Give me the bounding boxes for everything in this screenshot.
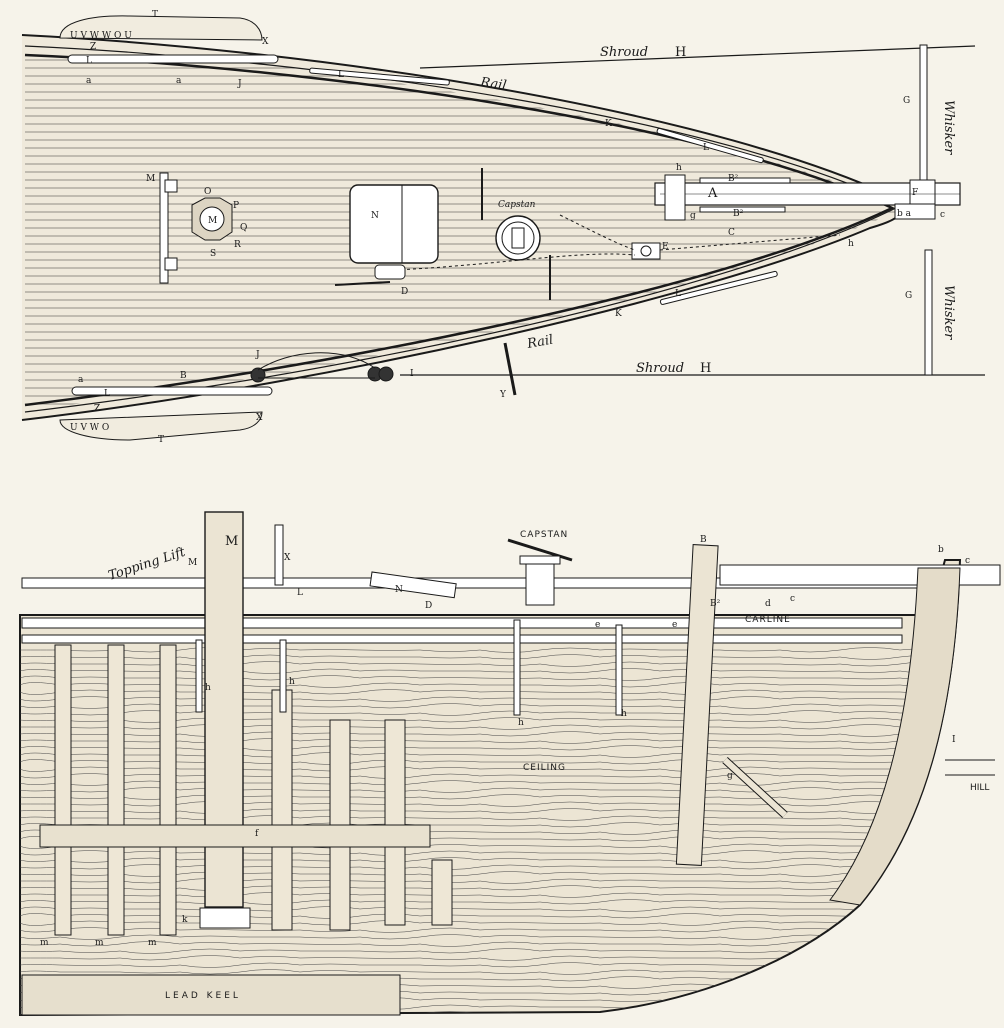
whisker-top-label: Whisker xyxy=(941,100,956,155)
m-elev-label: M xyxy=(225,534,238,549)
chain-plate-bottom xyxy=(59,411,263,441)
a-big-label: A xyxy=(707,186,718,201)
f-label: F xyxy=(912,188,918,198)
c2-elev-label: c xyxy=(790,594,795,604)
m2-label: M xyxy=(208,216,217,226)
h-small2-label: h xyxy=(848,239,854,249)
j-top-label: J xyxy=(237,79,242,89)
capstan-label: Capstan xyxy=(498,200,536,210)
x-elev-label: X xyxy=(284,553,291,563)
l-bottom1-label: L xyxy=(104,389,110,399)
ceiling-label: CEILING xyxy=(523,763,566,773)
m-top-elev-label: M xyxy=(188,558,197,568)
x-top-label: X xyxy=(262,37,269,47)
p-label: P xyxy=(233,201,239,211)
d-elev-label: D xyxy=(425,601,432,611)
r-label: R xyxy=(234,240,241,250)
l-top2-label: L xyxy=(338,70,344,80)
h2-elev-label: h xyxy=(289,677,295,687)
l-bottom2-label: L xyxy=(675,289,681,299)
e1-elev-label: e xyxy=(595,620,600,630)
k-top-label: K xyxy=(605,119,612,129)
b-a-label: b a xyxy=(897,209,912,219)
g-bottom-label: G xyxy=(905,291,912,301)
a3-label: a xyxy=(78,375,84,385)
g-top-label: G xyxy=(903,96,910,106)
e2-elev-label: e xyxy=(672,620,677,630)
d2-elev-label: d xyxy=(765,599,771,609)
h4-elev-label: h xyxy=(621,709,627,719)
shroud-top-label: Shroud xyxy=(600,45,648,60)
t-bottom-label: T xyxy=(158,435,164,445)
b2-2-label: B² xyxy=(733,209,744,219)
n-elev-label: N xyxy=(395,585,403,595)
l-top3-label: L xyxy=(703,143,709,153)
g-elev-label: g xyxy=(727,771,733,781)
chain-top-label: U V W W O U xyxy=(70,31,132,41)
elevation-view: Topping Lift CAPSTAN CARLINE CEILING LEA… xyxy=(19,511,1001,1017)
m2-elev-label: m xyxy=(95,938,104,948)
b-small-elev-label: b xyxy=(938,545,944,555)
j-bottom-label: J xyxy=(255,350,260,360)
c2-label: C xyxy=(728,228,735,238)
lead-keel-label: LEAD KEEL xyxy=(165,991,241,1001)
x-bottom-label: X xyxy=(256,413,263,423)
hull-outline xyxy=(21,34,912,421)
e-label: E xyxy=(662,242,669,252)
f-elev-label: f xyxy=(255,829,259,839)
l-top1-label: L xyxy=(86,56,92,66)
h-top-label: H xyxy=(675,45,686,60)
rail-bottom-label: Rail xyxy=(525,333,554,352)
b2-elev-label: B² xyxy=(710,599,721,609)
capstan-elev-label: CAPSTAN xyxy=(520,530,568,540)
a1-label: a xyxy=(86,76,92,86)
h-bottom-label: H xyxy=(700,361,711,376)
s-label: S xyxy=(210,249,216,259)
b2-1-label: B² xyxy=(728,174,739,184)
carline-label: CARLINE xyxy=(745,615,791,625)
h3-elev-label: h xyxy=(518,718,524,728)
i-small-label: I xyxy=(410,369,414,379)
l-elev-label: L xyxy=(297,588,303,598)
frames xyxy=(54,644,453,936)
m-label: M xyxy=(146,174,155,184)
plan-view: Shroud H Shroud H Whisker Whisker G G Ra… xyxy=(21,10,985,445)
y-label: Y xyxy=(499,390,507,400)
chain-bottom-label: U V W O xyxy=(70,423,109,433)
c-elev-label: c xyxy=(965,556,970,566)
z-top-label: Z xyxy=(90,42,96,52)
g-small-label: g xyxy=(690,211,696,221)
o-label: O xyxy=(204,187,211,197)
whisker-bottom-label: Whisker xyxy=(941,285,956,340)
m1-elev-label: m xyxy=(40,938,49,948)
t-top-label: T xyxy=(152,10,158,20)
q-label: Q xyxy=(240,223,247,233)
d-label: D xyxy=(401,287,408,297)
c-label: c xyxy=(940,210,945,220)
chain-plate-top xyxy=(59,15,263,41)
n-label: N xyxy=(371,211,379,221)
rail-top-label: Rail xyxy=(478,75,507,94)
b-elev-label: B xyxy=(700,535,707,545)
b-small-label: B xyxy=(180,371,187,381)
hill-label: HILL xyxy=(970,783,989,793)
h1-elev-label: h xyxy=(205,683,211,693)
m3-elev-label: m xyxy=(148,938,157,948)
a2-label: a xyxy=(176,76,182,86)
z-bottom-label: Z xyxy=(94,404,100,414)
shroud-bottom-label: Shroud xyxy=(636,361,684,376)
rail-line xyxy=(24,53,895,407)
k-elev-label: k xyxy=(182,915,188,925)
k-bottom-label: K xyxy=(615,309,622,319)
i-elev-label: I xyxy=(952,735,956,745)
h-small-label: h xyxy=(676,163,682,173)
